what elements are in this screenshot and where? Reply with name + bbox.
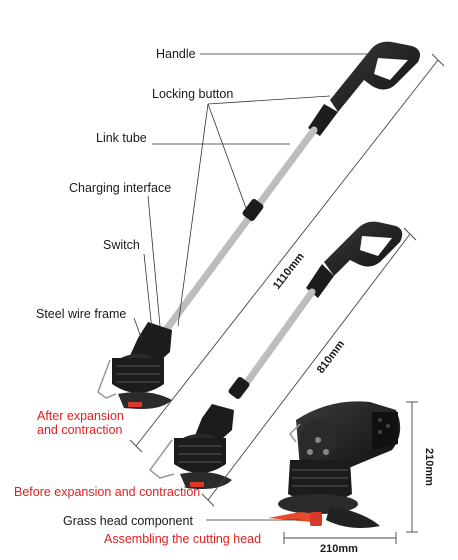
dim-width: 210mm	[320, 543, 358, 555]
label-steel-wire-frame: Steel wire frame	[36, 307, 126, 321]
trimmer-extended	[97, 41, 420, 409]
trimmer-compact	[148, 221, 403, 489]
dim-height: 210mm	[423, 448, 435, 486]
label-handle: Handle	[156, 47, 196, 61]
label-assembling: Assembling the cutting head	[104, 532, 261, 546]
dim-long: 1110mm	[271, 251, 307, 292]
handle-grip	[330, 41, 420, 112]
label-locking-button: Locking button	[152, 87, 233, 101]
label-link-tube: Link tube	[96, 131, 147, 145]
dimension-lines	[129, 53, 445, 544]
label-after-expansion: After expansion	[37, 409, 124, 423]
label-grass-head: Grass head component	[63, 514, 193, 528]
grass-head-component	[268, 401, 401, 528]
leader-lines	[133, 53, 368, 521]
label-after-contraction: and contraction	[37, 423, 123, 437]
cutting-blade	[268, 512, 318, 522]
locking-collar	[242, 199, 264, 221]
label-before-expansion: Before expansion and contraction	[14, 485, 200, 499]
label-switch: Switch	[103, 238, 140, 252]
link-tube	[156, 126, 318, 342]
dim-short: 810mm	[315, 338, 348, 376]
label-charging-interface: Charging interface	[69, 181, 171, 195]
steel-wire-frame	[97, 359, 117, 399]
